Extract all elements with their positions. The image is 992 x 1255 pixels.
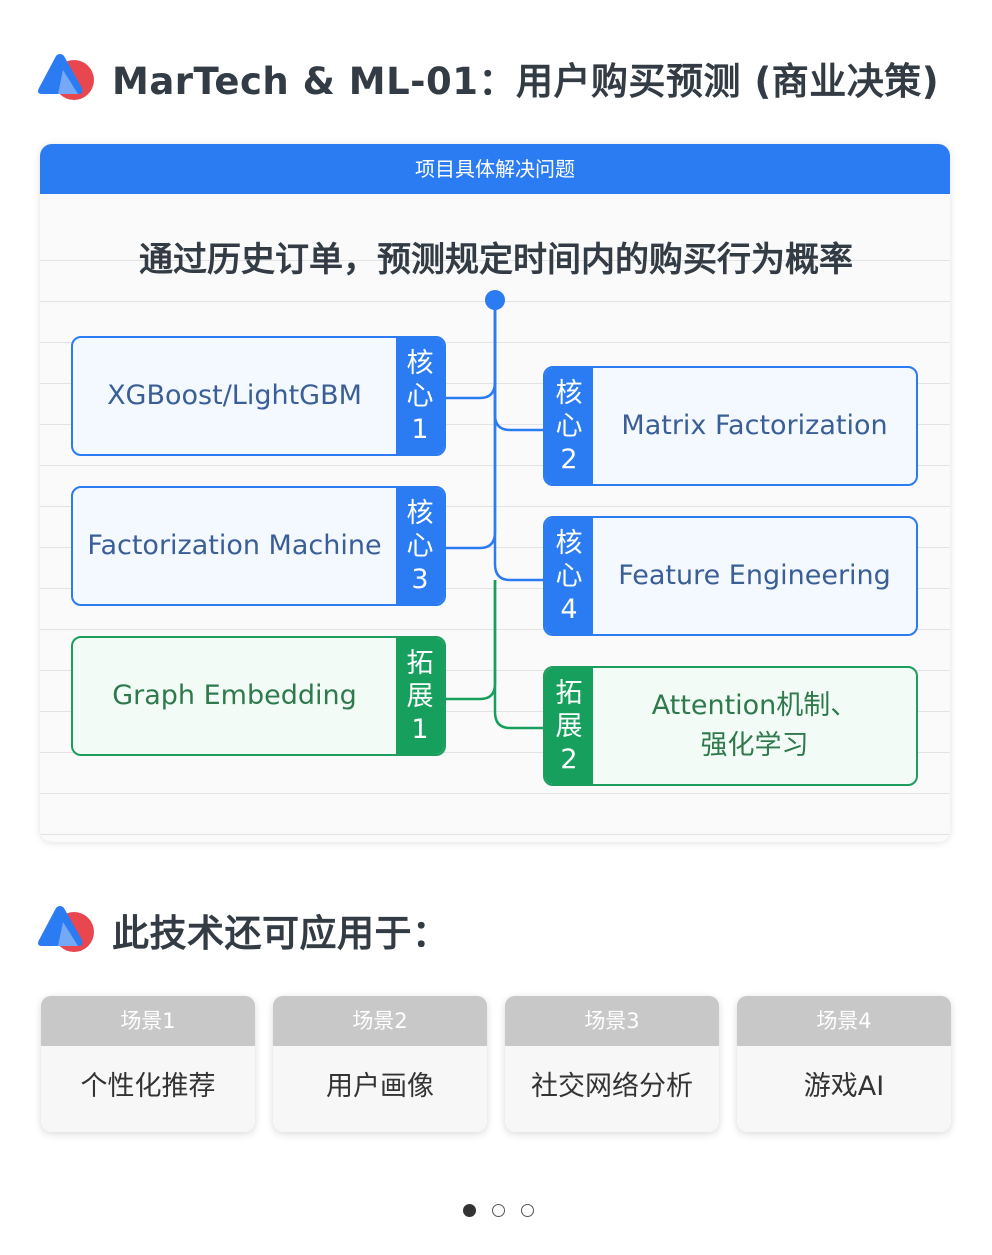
page-dot-1[interactable] — [463, 1204, 476, 1217]
page-indicator — [463, 1204, 534, 1217]
problem-statement: 通过历史订单，预测规定时间内的购买行为概率 — [139, 240, 853, 280]
panel-header: 项目具体解决问题 — [40, 144, 950, 194]
node-label: Factorization Machine — [87, 530, 382, 561]
page-heading: MarTech & ML-01：用户购买预测 (商业决策) — [36, 50, 939, 106]
scenario-card-2[interactable]: 场景2 用户画像 — [273, 996, 487, 1132]
page-dot-3[interactable] — [521, 1204, 534, 1217]
scenario-label: 游戏AI — [803, 1071, 885, 1102]
node-label: Feature Engineering — [618, 560, 891, 591]
scenario-header: 场景3 — [505, 996, 719, 1046]
scenario-label: 个性化推荐 — [80, 1071, 216, 1102]
node-label: Attention机制、 强化学习 — [651, 690, 858, 761]
scenario-card-4[interactable]: 场景4 游戏AI — [737, 996, 951, 1132]
scenario-card-3[interactable]: 场景3 社交网络分析 — [505, 996, 719, 1132]
applications-heading: 此技术还可应用于： — [36, 902, 450, 958]
node-label: XGBoost/LightGBM — [107, 380, 362, 411]
node-label: Matrix Factorization — [621, 410, 888, 441]
brand-logo-icon — [36, 50, 96, 106]
page-dot-2[interactable] — [492, 1204, 505, 1217]
scenario-card-1[interactable]: 场景1 个性化推荐 — [41, 996, 255, 1132]
scenario-header: 场景1 — [41, 996, 255, 1046]
applications-title: 此技术还可应用于： — [112, 912, 450, 955]
scenario-label: 社交网络分析 — [531, 1071, 693, 1102]
scenario-header: 场景2 — [273, 996, 487, 1046]
scenario-label: 用户画像 — [326, 1071, 434, 1102]
brand-logo-icon — [36, 902, 96, 958]
page-title: MarTech & ML-01：用户购买预测 (商业决策) — [112, 60, 940, 103]
node-label: Graph Embedding — [112, 680, 357, 711]
scenario-header: 场景4 — [737, 996, 951, 1046]
